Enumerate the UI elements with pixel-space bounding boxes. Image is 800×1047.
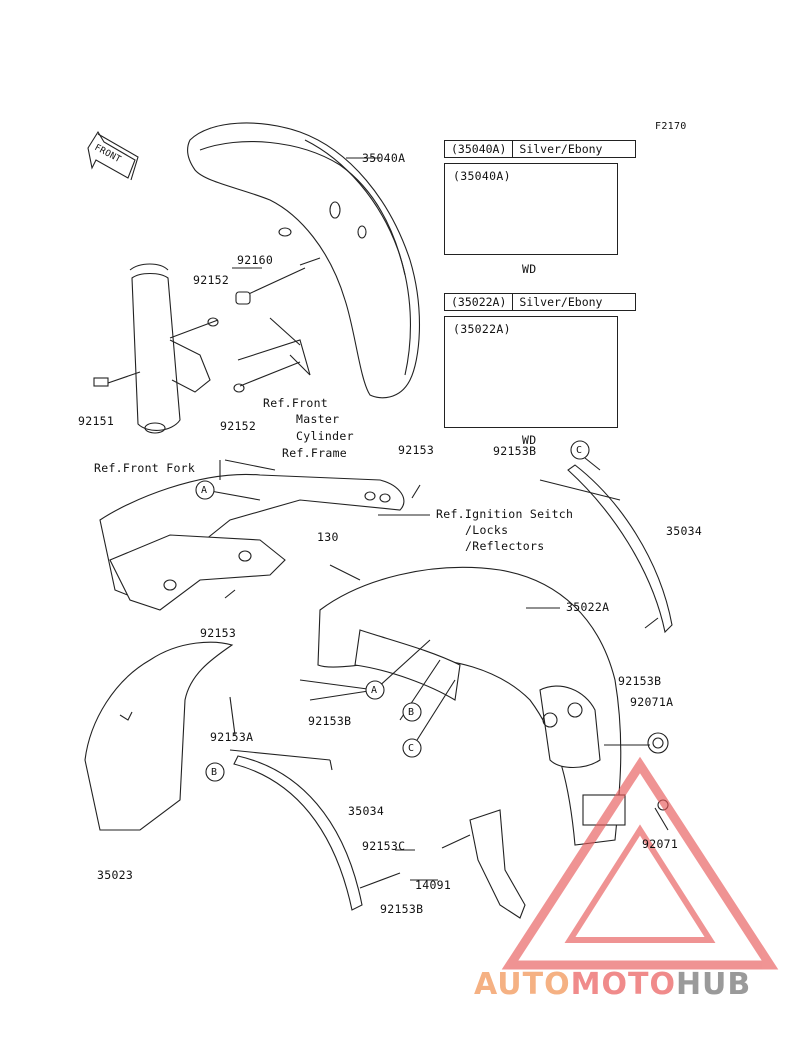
part-92151: 92151 <box>78 414 115 428</box>
inset1-desc: Silver/Ebony <box>519 142 603 156</box>
callout-b-strip: B <box>211 767 218 778</box>
ref-ignition-3: /Reflectors <box>465 539 545 553</box>
part-92153-left: 92153 <box>200 626 237 640</box>
part-92153B-top: 92153B <box>493 444 537 458</box>
inset2-desc: Silver/Ebony <box>519 295 603 309</box>
callout-b-fender: B <box>408 707 415 718</box>
inset2-inner-code: (35022A) <box>453 322 511 336</box>
watermark-hub: HUB <box>675 967 752 1002</box>
ref-ignition-2: /Locks <box>465 523 509 537</box>
ref-front-fork: Ref.Front Fork <box>94 461 196 475</box>
part-92153A: 92153A <box>210 730 254 744</box>
figure-id: F2170 <box>655 121 687 132</box>
watermark-triangle-icon <box>501 756 779 970</box>
part-92152-top: 92152 <box>193 273 230 287</box>
callout-c-fender: C <box>408 743 415 754</box>
callout-a-fender: A <box>371 685 378 696</box>
inset2-header: (35022A) Silver/Ebony <box>444 293 636 311</box>
rear-fender-shape <box>317 566 626 846</box>
inset1-box <box>444 163 618 255</box>
front-fork-shape <box>129 263 211 434</box>
part-35023: 35023 <box>97 868 134 882</box>
ref-ignition-1: Ref.Ignition Seitch <box>436 507 574 521</box>
part-35034-left: 35034 <box>348 804 385 818</box>
part-92153B-bottom: 92153B <box>380 902 424 916</box>
ref-front-master-3: Cylinder <box>296 429 354 443</box>
inset2-code: (35022A) <box>445 294 514 310</box>
ref-frame: Ref.Frame <box>282 446 348 460</box>
part-92153B-right: 92153B <box>618 674 662 688</box>
watermark-text: AUTOMOTOHUB <box>474 967 751 1002</box>
part-92152-bottom: 92152 <box>220 419 257 433</box>
inset2-note: WD <box>522 433 537 447</box>
part-35022A: 35022A <box>566 600 610 614</box>
inset1-code: (35040A) <box>445 141 514 157</box>
frame-shape <box>99 459 405 611</box>
watermark-moto: MOTO <box>570 967 676 1002</box>
callout-c-strip: C <box>576 445 583 456</box>
part-92160: 92160 <box>237 253 274 267</box>
part-14091: 14091 <box>415 878 452 892</box>
part-130: 130 <box>317 530 339 544</box>
ref-front-master-1: Ref.Front <box>263 396 329 410</box>
front-arrow-icon <box>87 130 139 181</box>
front-fender-shape <box>186 122 420 399</box>
part-92153B-mid: 92153B <box>308 714 352 728</box>
inset1-note: WD <box>522 262 537 276</box>
inset2-box <box>444 316 618 428</box>
inset1-inner-code: (35040A) <box>453 169 511 183</box>
part-92071: 92071 <box>642 837 679 851</box>
watermark-auto: AUTO <box>474 967 571 1002</box>
part-92071A: 92071A <box>630 695 674 709</box>
part-35034-right: 35034 <box>666 524 703 538</box>
callout-a-frame: A <box>201 485 208 496</box>
inset1-header: (35040A) Silver/Ebony <box>444 140 636 158</box>
part-92153-top: 92153 <box>398 443 435 457</box>
part-35040A: 35040A <box>362 151 406 165</box>
ref-front-master-2: Master <box>296 412 340 426</box>
part-92153C: 92153C <box>362 839 406 853</box>
